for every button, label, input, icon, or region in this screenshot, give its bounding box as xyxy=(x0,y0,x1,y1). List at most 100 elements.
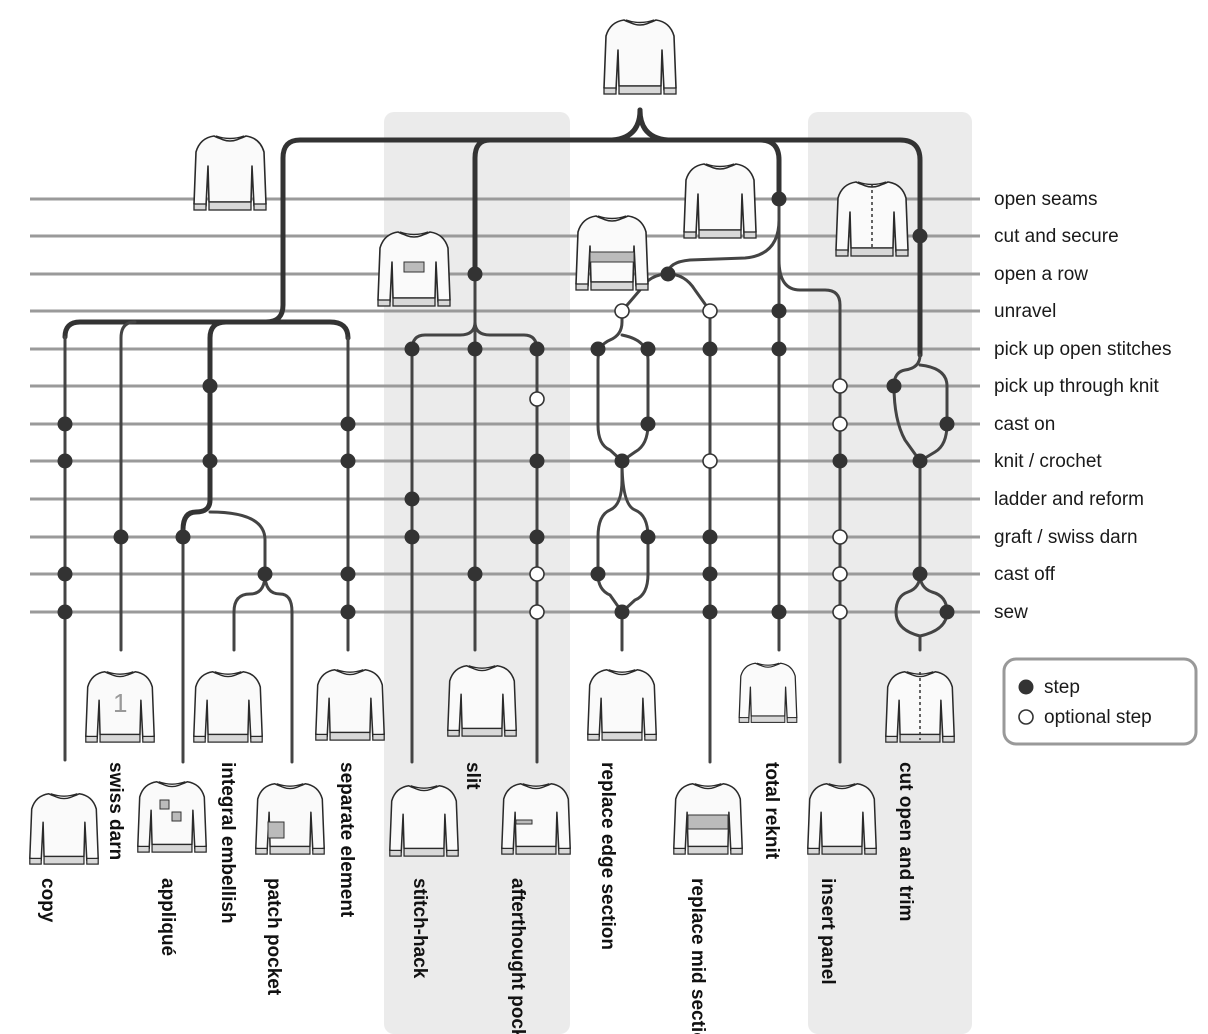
sweater-patch-pocket-icon xyxy=(255,783,325,855)
step-dot xyxy=(404,529,420,545)
sweater-insert-panel-icon xyxy=(807,783,877,855)
row-labels: open seams cut and secure open a row unr… xyxy=(994,189,1171,623)
sweater-separate-element-icon xyxy=(315,669,385,741)
step-dot xyxy=(886,378,902,394)
step-dot xyxy=(771,341,787,357)
step-dot xyxy=(340,604,356,620)
step-dot xyxy=(614,453,630,469)
legend-box xyxy=(1002,657,1198,746)
step-dot xyxy=(702,604,718,620)
row-label-knit-crochet: knit / crochet xyxy=(994,451,1102,472)
tech-label-swiss-darn: swiss darn xyxy=(105,762,126,860)
step-dot xyxy=(529,453,545,469)
step-dot xyxy=(467,566,483,582)
optional-dot xyxy=(529,566,545,582)
tech-label-patch-pocket: patch pocket xyxy=(263,878,284,996)
path-cut-open-d xyxy=(918,572,949,638)
legend: step optional step xyxy=(1002,657,1198,746)
step-dot xyxy=(771,303,787,319)
path-integral-embellish xyxy=(208,510,267,652)
step-dot xyxy=(771,604,787,620)
step-dot xyxy=(467,341,483,357)
step-dot xyxy=(939,416,955,432)
number-one-motif-icon: 1 xyxy=(113,688,127,718)
row-label-sew: sew xyxy=(994,602,1028,623)
step-dot xyxy=(939,604,955,620)
tech-label-replace-mid-section: replace mid section xyxy=(687,878,708,1034)
path-cut-open-c xyxy=(894,572,922,652)
optional-dot xyxy=(832,378,848,394)
sweater-stitch-hack-icon xyxy=(389,785,459,857)
path-insert-panel xyxy=(777,258,842,764)
trunk-embellish-branch xyxy=(180,319,286,533)
row-label-pick-up-through-knit: pick up through knit xyxy=(994,376,1159,397)
trunk-separate-branch xyxy=(280,319,351,341)
step-dot xyxy=(340,566,356,582)
sweater-cut-open-icon xyxy=(885,671,955,743)
tech-label-separate-element: separate element xyxy=(336,762,357,918)
step-dot xyxy=(912,453,928,469)
technique-labels: copy swiss darn appliqué integral embell… xyxy=(37,762,916,1034)
tech-label-slit: slit xyxy=(462,762,483,790)
row-label-cut-and-secure: cut and secure xyxy=(994,226,1119,247)
row-label-pick-up-open-stitches: pick up open stitches xyxy=(994,339,1171,360)
path-swiss-darn xyxy=(119,320,137,652)
sweater-copy-top-icon xyxy=(193,135,267,211)
path-patch-pocket xyxy=(263,572,294,764)
step-dot xyxy=(912,228,928,244)
step-dot xyxy=(590,566,606,582)
step-dot xyxy=(614,604,630,620)
legend-step-icon xyxy=(1018,679,1034,695)
step-dot xyxy=(57,604,73,620)
stripe-band-icon xyxy=(589,251,635,263)
sweater-afterthought-icon xyxy=(501,783,571,855)
step-dot xyxy=(771,191,787,207)
optional-dot xyxy=(832,604,848,620)
sweater-slit-icon xyxy=(447,665,517,737)
applique-patch-icon xyxy=(171,811,182,822)
sweater-reknit-top-icon xyxy=(683,163,757,239)
sweater-total-reknit-icon xyxy=(738,662,798,724)
optional-dot xyxy=(832,566,848,582)
step-dots xyxy=(57,191,955,620)
row-label-open-seams: open seams xyxy=(994,189,1098,210)
step-dot xyxy=(57,416,73,432)
sweater-edge-section-icon xyxy=(587,669,657,741)
tech-label-afterthought-pocket: afterthought pocket xyxy=(507,878,528,1034)
patch-pocket-motif-icon xyxy=(267,821,285,839)
step-dot xyxy=(202,378,218,394)
step-dot xyxy=(467,266,483,282)
step-dot xyxy=(113,529,129,545)
pocket-opening-icon xyxy=(403,261,425,273)
sweater-original-icon xyxy=(603,19,677,95)
step-dot xyxy=(702,341,718,357)
trunk-paths xyxy=(62,107,923,533)
row-label-graft-swiss-darn: graft / swiss darn xyxy=(994,527,1138,548)
tech-label-integral-embellish: integral embellish xyxy=(217,762,238,924)
step-dot xyxy=(340,453,356,469)
step-dot xyxy=(912,566,928,582)
trunk-mid-path xyxy=(472,137,643,277)
trunk-right-path xyxy=(637,107,923,358)
row-label-open-a-row: open a row xyxy=(994,264,1088,285)
mid-stripe-icon xyxy=(687,814,729,830)
step-dot xyxy=(175,529,191,545)
applique-patch-icon xyxy=(159,799,170,810)
optional-dot xyxy=(702,453,718,469)
row-label-cast-off: cast off xyxy=(994,564,1056,585)
legend-optional-icon xyxy=(1018,709,1034,725)
step-dot xyxy=(702,566,718,582)
optional-dot xyxy=(529,391,545,407)
tech-label-insert-panel: insert panel xyxy=(817,878,838,985)
step-dot xyxy=(832,453,848,469)
optional-dots xyxy=(529,303,848,620)
legend-step-label: step xyxy=(1044,677,1080,698)
row-label-ladder-and-reform: ladder and reform xyxy=(994,489,1144,510)
trunk-center-path xyxy=(637,137,782,202)
tech-label-applique: appliqué xyxy=(157,878,178,956)
tech-label-total-reknit: total reknit xyxy=(761,762,782,860)
step-dot xyxy=(640,529,656,545)
step-dot xyxy=(57,566,73,582)
optional-dot xyxy=(832,416,848,432)
